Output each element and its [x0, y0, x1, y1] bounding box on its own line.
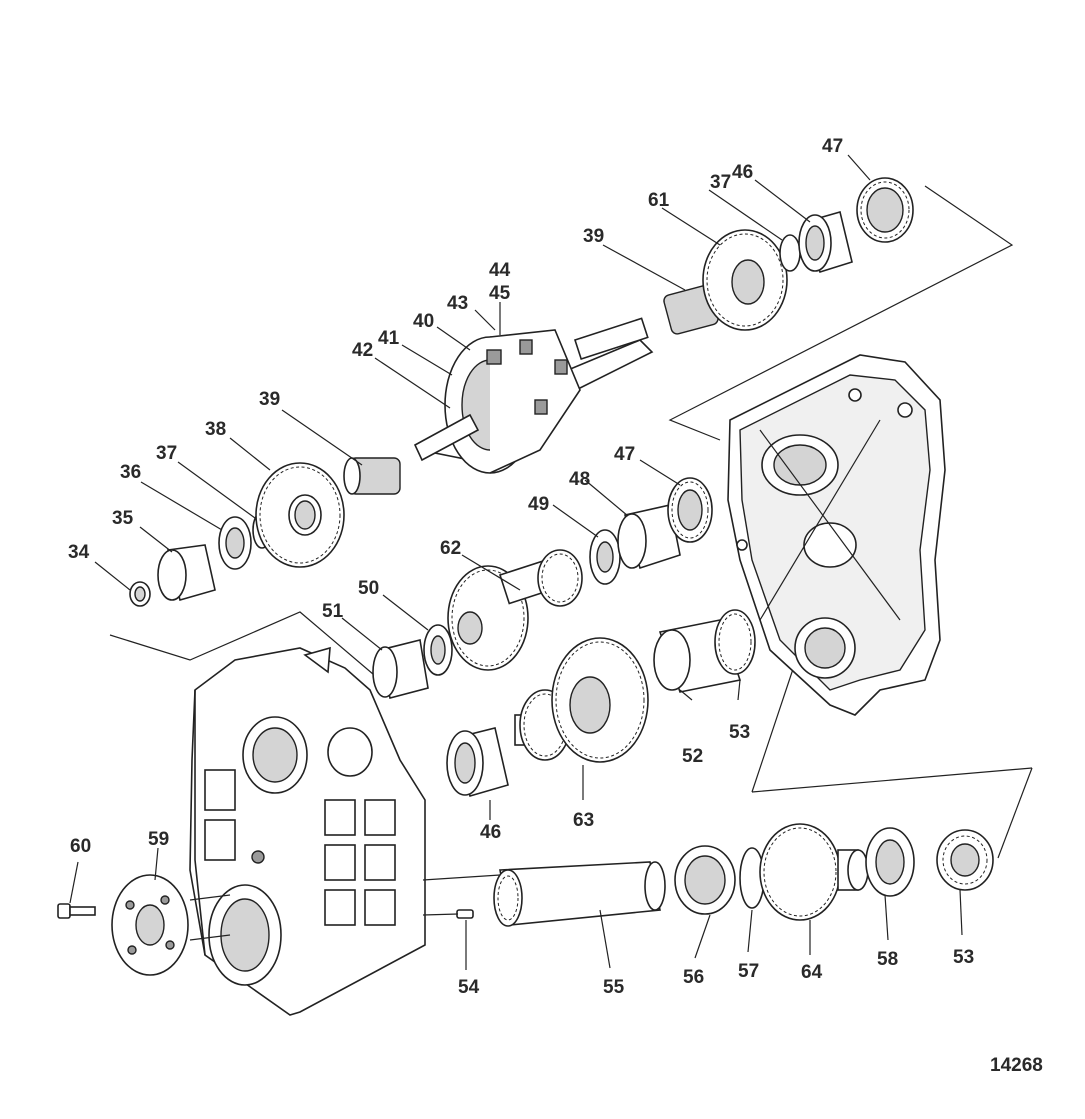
callout-61: 61: [648, 190, 670, 211]
callout-58: 58: [877, 949, 898, 970]
callout-57: 57: [738, 961, 759, 982]
bearing-50: [423, 624, 453, 676]
callout-49: 49: [528, 494, 549, 515]
callout-35: 35: [112, 508, 134, 529]
callout-50: 50: [358, 578, 379, 599]
race-35: [157, 544, 216, 601]
callout-36: 36: [120, 462, 141, 483]
callout-41: 41: [378, 328, 400, 349]
callout-64: 64: [801, 962, 823, 983]
callout-37: 37: [710, 172, 731, 193]
callout-34: 34: [68, 542, 90, 563]
dowel-pin: [456, 909, 474, 919]
bearing-36: [218, 516, 252, 570]
gear-38: [255, 462, 345, 568]
callout-labels: 34 35 36 37 38 39 42 41 40 43 44 45 39 6…: [68, 136, 974, 998]
bearing-46a: [798, 211, 853, 274]
callout-38: 38: [205, 419, 226, 440]
seal-53a: [714, 609, 756, 675]
gear-63: [514, 637, 649, 763]
callout-44: 44: [489, 260, 511, 281]
bearing-46b: [446, 727, 509, 797]
callout-39: 39: [259, 389, 280, 410]
callout-47: 47: [614, 444, 635, 465]
bearing-58: [865, 827, 915, 897]
callout-55: 55: [603, 977, 625, 998]
front-housing: [189, 646, 426, 1016]
figure-number: 14268: [990, 1055, 1043, 1076]
callout-48: 48: [569, 469, 590, 490]
callout-39: 39: [583, 226, 604, 247]
callout-43: 43: [447, 293, 468, 314]
callout-45: 45: [489, 283, 511, 304]
callout-56: 56: [683, 967, 704, 988]
cover-plate: [111, 874, 231, 976]
gear-64: [759, 823, 869, 921]
clutch-pack: [413, 317, 654, 474]
callout-40: 40: [413, 311, 434, 332]
race-51: [372, 639, 429, 699]
callout-53: 53: [729, 722, 750, 743]
callout-54: 54: [458, 977, 480, 998]
callout-42: 42: [352, 340, 373, 361]
shaft-55: [493, 861, 666, 927]
callout-59: 59: [148, 829, 169, 850]
callout-46: 46: [480, 822, 501, 843]
callout-47: 47: [822, 136, 843, 157]
bearing-49: [589, 529, 621, 585]
callout-53: 53: [953, 947, 974, 968]
race-56: [674, 845, 736, 915]
callout-62: 62: [440, 538, 461, 559]
leader-lines: [69, 154, 963, 970]
callout-60: 60: [70, 836, 91, 857]
bearing-34: [129, 581, 151, 607]
gear-62: [447, 549, 583, 671]
callout-52: 52: [682, 746, 703, 767]
shim-37b: [779, 234, 801, 272]
callout-51: 51: [322, 601, 344, 622]
callout-37: 37: [156, 443, 177, 464]
rear-housing: [727, 354, 946, 716]
seal-47b: [667, 477, 713, 543]
group-brackets: [109, 185, 1033, 859]
seal-47a: [856, 177, 914, 243]
gear-61: [702, 229, 788, 331]
needle-bearing-39a: [343, 457, 401, 495]
callout-63: 63: [573, 810, 594, 831]
race-48: [617, 504, 681, 570]
callout-46: 46: [732, 162, 753, 183]
bolt: [57, 903, 96, 919]
seal-53b: [936, 829, 994, 891]
